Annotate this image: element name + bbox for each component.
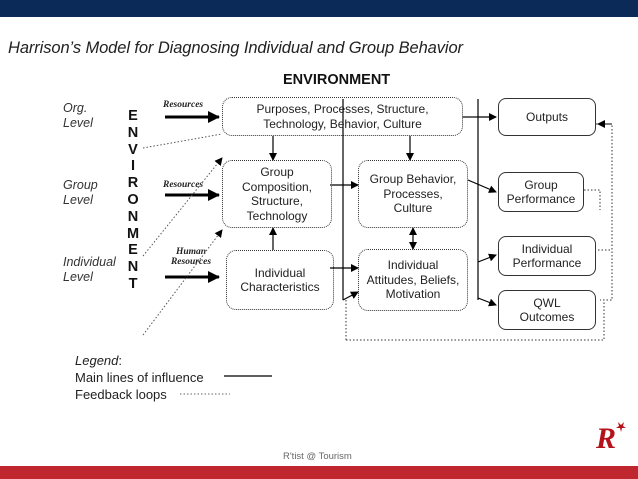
group-behavior-box: Group Behavior, Processes, Culture bbox=[358, 160, 468, 228]
individual-characteristics-line: Individual bbox=[254, 265, 306, 280]
org-level-line-1: Org. bbox=[63, 101, 88, 115]
env-letter: R bbox=[127, 175, 139, 192]
env-letter: N bbox=[127, 259, 139, 276]
group-performance-line: Group bbox=[524, 177, 558, 192]
group-level-label: Group Level bbox=[63, 178, 98, 208]
individual-performance-line: Performance bbox=[512, 256, 582, 270]
legend-main-lines: Main lines of influence bbox=[75, 370, 204, 385]
env-feedback-line bbox=[142, 229, 223, 336]
human-resources-line-2: Resources bbox=[170, 257, 212, 267]
top-banner bbox=[0, 0, 638, 17]
individual-attitudes-box: Individual Attitudes, Beliefs, Motivatio… bbox=[358, 249, 468, 311]
group-resources-label: Resources bbox=[163, 180, 204, 190]
org-box-line-2: Technology, Behavior, Culture bbox=[263, 116, 422, 131]
group-behavior-line: Group Behavior, bbox=[369, 172, 457, 187]
individual-level-label: Individual Level bbox=[63, 255, 116, 285]
outputs-label: Outputs bbox=[525, 109, 569, 124]
outputs-box: Outputs bbox=[498, 98, 596, 136]
env-letter: V bbox=[128, 141, 138, 158]
legend-heading-word: Legend bbox=[75, 353, 119, 368]
individual-attitudes-line: Attitudes, Beliefs, bbox=[366, 272, 460, 287]
env-letter: O bbox=[127, 191, 139, 208]
org-factors-box: Purposes, Processes, Structure, Technolo… bbox=[222, 97, 463, 136]
to-qwl-arrow bbox=[477, 297, 497, 307]
rtist-logo-icon: R bbox=[595, 422, 626, 455]
slide-title: Harrison’s Model for Diagnosing Individu… bbox=[8, 39, 463, 57]
org-level-label: Org. Level bbox=[63, 101, 93, 131]
group-behavior-line: Culture bbox=[393, 201, 433, 216]
legend-feedback-loops: Feedback loops bbox=[75, 387, 167, 402]
group-level-line-2: Level bbox=[63, 193, 93, 207]
center-to-individual-attitudes-arrow bbox=[342, 291, 359, 301]
legend-heading: Legend: bbox=[75, 353, 122, 369]
individual-attitudes-line: Individual bbox=[387, 258, 439, 273]
individual-characteristics-box: Individual Characteristics bbox=[226, 250, 334, 310]
qwl-outcomes-line: Outcomes bbox=[519, 310, 575, 324]
to-individual-performance-arrow bbox=[477, 253, 497, 263]
legend-heading-colon: : bbox=[118, 353, 123, 368]
env-feedback-line bbox=[142, 133, 223, 149]
group-composition-line: Group bbox=[260, 165, 294, 179]
org-box-line-1: Purposes, Processes, Structure, bbox=[256, 102, 429, 116]
group-composition-line: Structure, bbox=[250, 194, 304, 208]
group-performance-box: Group Performance bbox=[498, 172, 584, 212]
org-level-line-2: Level bbox=[63, 116, 93, 130]
group-composition-box: Group Composition, Structure, Technology bbox=[222, 160, 332, 228]
group-composition-line: Technology bbox=[246, 208, 308, 223]
individual-level-line-2: Level bbox=[63, 270, 93, 284]
individual-performance-line: Individual bbox=[521, 241, 573, 256]
env-letter: N bbox=[127, 124, 139, 141]
outputs-feedback-loop bbox=[596, 123, 613, 301]
group-level-line-1: Group bbox=[63, 178, 98, 192]
group-perf-feedback-loop bbox=[584, 189, 601, 210]
env-letter: T bbox=[128, 275, 138, 292]
group-performance-line: Performance bbox=[506, 192, 576, 206]
env-letter: M bbox=[126, 225, 140, 242]
group-behavior-line: Processes, bbox=[383, 186, 443, 201]
env-letter: I bbox=[130, 158, 136, 175]
env-letter: E bbox=[128, 242, 138, 259]
qwl-outcomes-line: QWL bbox=[533, 295, 561, 310]
qwl-outcomes-box: QWL Outcomes bbox=[498, 290, 596, 330]
individual-level-line-1: Individual bbox=[63, 255, 116, 269]
env-letter: N bbox=[127, 208, 139, 225]
individual-performance-box: Individual Performance bbox=[498, 236, 596, 276]
individual-attitudes-line: Motivation bbox=[385, 287, 441, 302]
org-resources-label: Resources bbox=[163, 100, 204, 110]
human-resources-line-1: Human bbox=[175, 247, 207, 257]
environment-vertical-label: E N V I R O N M E N T bbox=[126, 108, 140, 293]
logo-letter: R bbox=[595, 422, 616, 455]
env-feedback-line bbox=[142, 157, 223, 257]
group-composition-line: Composition, bbox=[241, 179, 313, 194]
individual-characteristics-line: Characteristics bbox=[240, 280, 320, 294]
human-resources-label: Human Resources bbox=[166, 247, 216, 267]
bottom-banner bbox=[0, 466, 638, 479]
bottom-feedback-loop bbox=[346, 300, 605, 341]
to-group-performance-arrow bbox=[467, 179, 497, 193]
footer-text: R'tist @ Tourism bbox=[283, 451, 352, 462]
environment-heading: ENVIRONMENT bbox=[283, 72, 391, 88]
env-letter: E bbox=[128, 108, 138, 124]
